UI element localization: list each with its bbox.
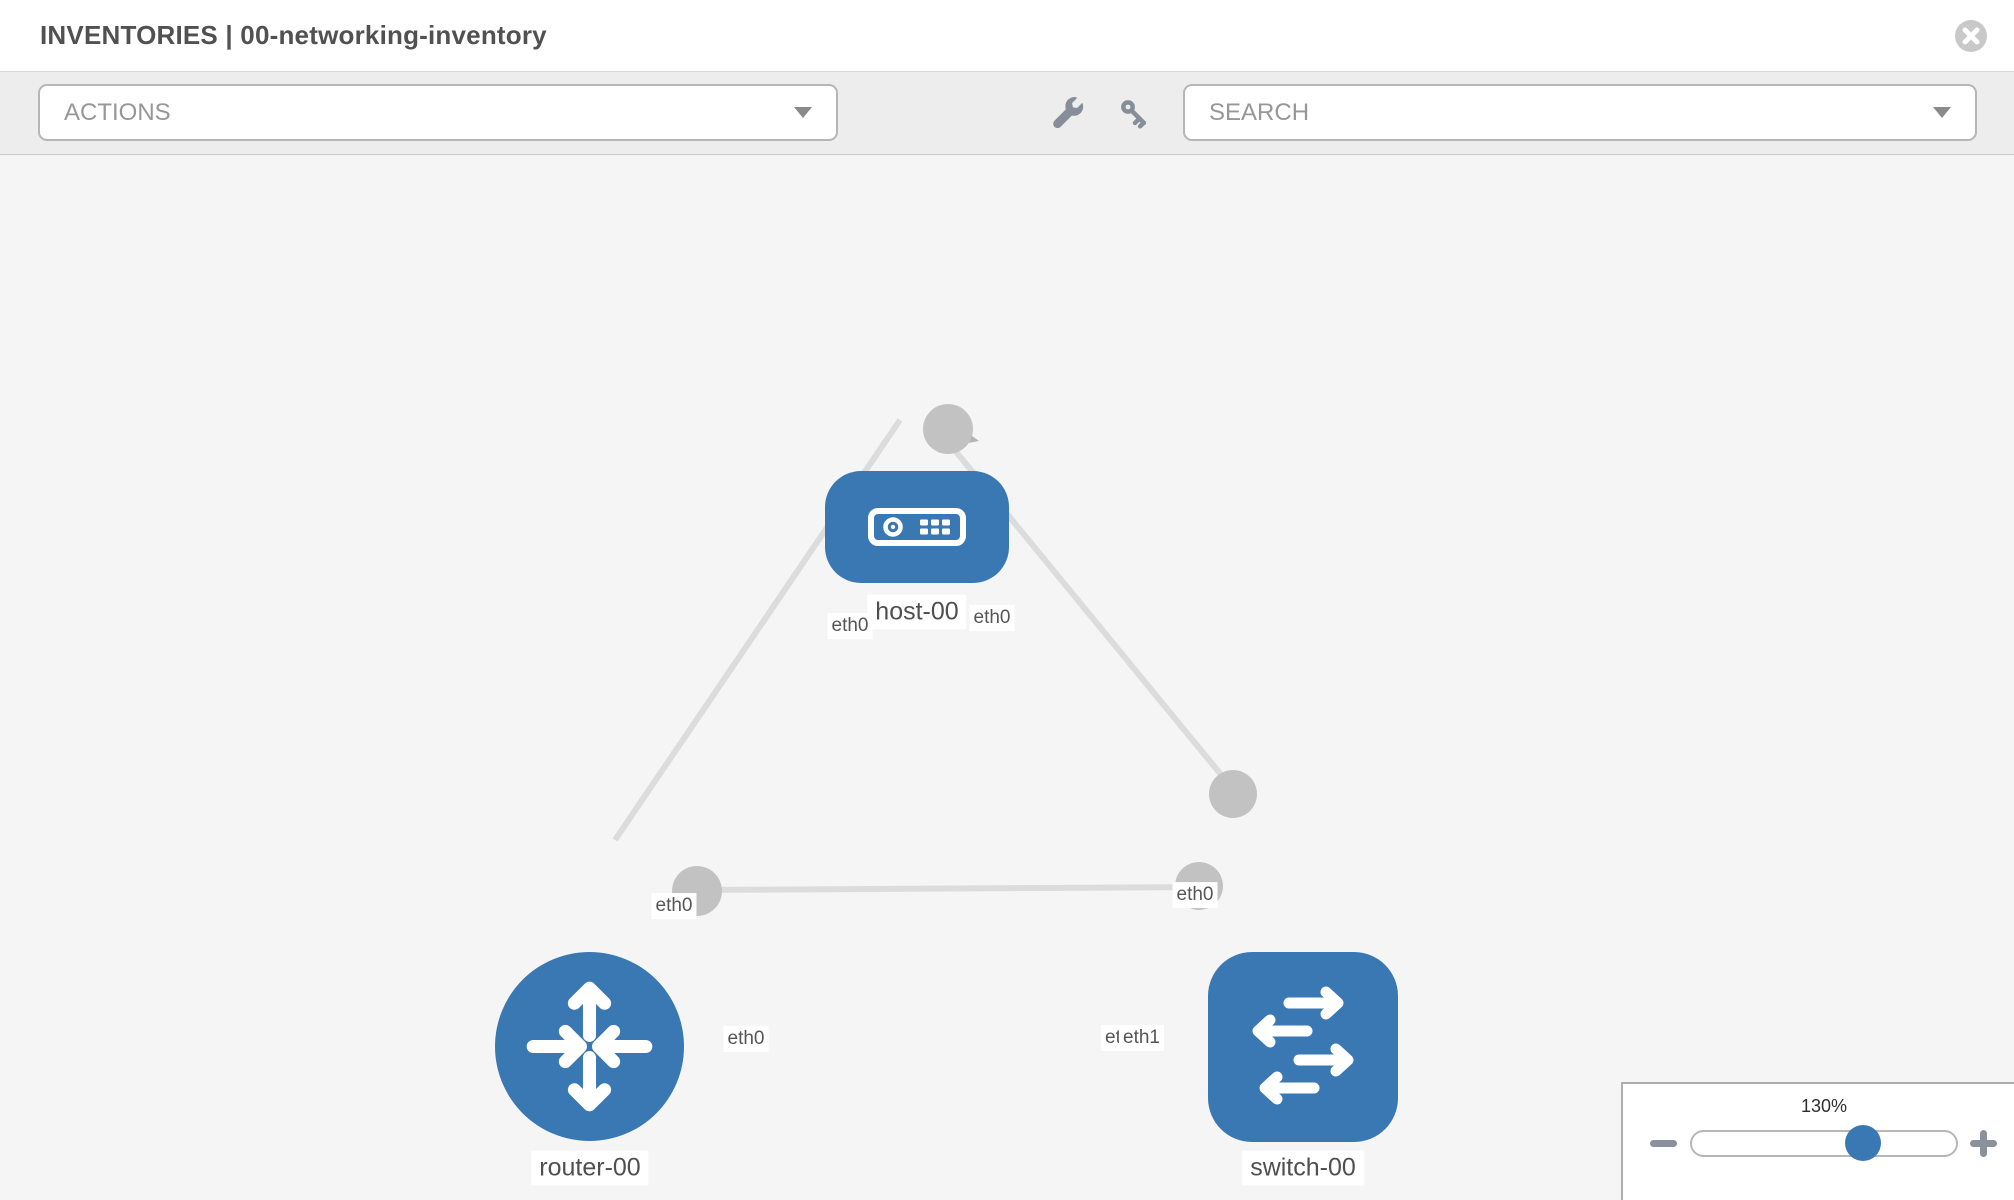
node-label-router: router-00 bbox=[531, 1150, 649, 1186]
topology-canvas[interactable]: host-00 router-00 switch-00 eth0 eth0 et… bbox=[0, 155, 2014, 1200]
interface-label: eth1 bbox=[1119, 1025, 1164, 1051]
switch-interface-connector-top bbox=[1209, 770, 1257, 818]
toolbar: ACTIONS SEARCH bbox=[0, 72, 2014, 155]
switch-arrows-icon bbox=[1252, 986, 1354, 1105]
interface-label: eth0 bbox=[1172, 882, 1218, 908]
chevron-down-icon bbox=[1933, 107, 1951, 118]
search-dropdown[interactable]: SEARCH bbox=[1183, 84, 1977, 141]
node-label-host: host-00 bbox=[867, 594, 967, 630]
interface-label: eth0 bbox=[969, 605, 1015, 631]
key-icon[interactable] bbox=[1117, 96, 1153, 132]
header-bar: INVENTORIES | 00-networking-inventory bbox=[0, 0, 2014, 72]
wrench-icon[interactable] bbox=[1049, 96, 1085, 132]
actions-dropdown[interactable]: ACTIONS bbox=[38, 84, 838, 141]
interface-label: eth0 bbox=[651, 893, 697, 919]
chevron-down-icon bbox=[794, 107, 812, 118]
zoom-in-plus-icon[interactable] bbox=[1970, 1130, 1997, 1157]
actions-dropdown-label: ACTIONS bbox=[64, 98, 171, 126]
host-interface-connector bbox=[923, 404, 973, 454]
node-label-switch: switch-00 bbox=[1242, 1150, 1364, 1186]
zoom-out-minus-icon[interactable] bbox=[1650, 1140, 1677, 1147]
server-icon bbox=[868, 508, 966, 546]
page-title: INVENTORIES | 00-networking-inventory bbox=[40, 20, 547, 50]
zoom-slider-knob[interactable] bbox=[1845, 1125, 1881, 1161]
router-arrows-icon bbox=[526, 981, 653, 1112]
edge-router-switch bbox=[689, 884, 1216, 893]
search-dropdown-label: SEARCH bbox=[1209, 98, 1310, 126]
node-host-00[interactable] bbox=[825, 471, 1009, 583]
node-switch-00[interactable] bbox=[1208, 952, 1398, 1142]
close-icon[interactable] bbox=[1954, 19, 1988, 53]
interface-label: eth0 bbox=[827, 613, 873, 639]
interface-label: eth0 bbox=[723, 1026, 769, 1052]
topology-graph bbox=[612, 404, 1257, 916]
zoom-slider-track[interactable] bbox=[1690, 1130, 1958, 1157]
zoom-level-value: 130% bbox=[1800, 1096, 1848, 1116]
node-router-00[interactable] bbox=[495, 952, 684, 1141]
